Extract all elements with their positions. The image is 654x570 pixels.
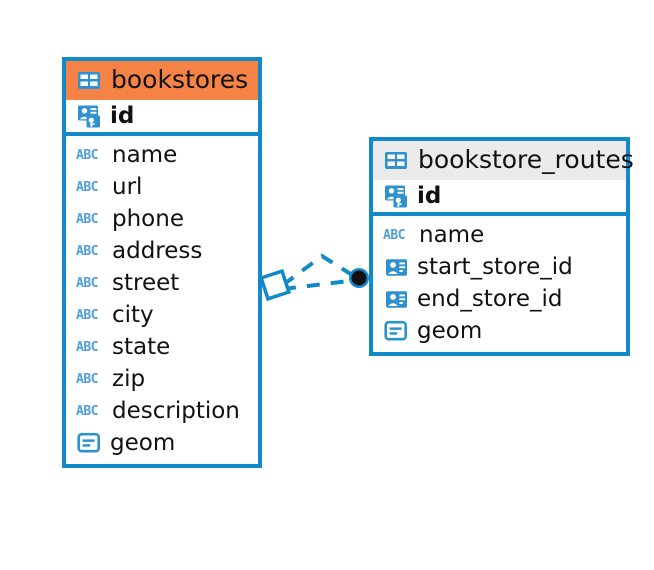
field-row-description[interactable]: ABC description [66,395,258,427]
text-abc-icon: ABC [383,227,405,243]
field-label: street [112,269,180,296]
field-row-primary-key[interactable]: id [373,180,626,212]
text-abc-icon: ABC [76,371,98,387]
table-icon [383,148,409,172]
text-abc-icon: ABC [76,243,98,259]
entity-table-bookstores[interactable]: bookstores [62,57,262,469]
field-row-name[interactable]: ABC name [66,139,258,171]
primary-key-icon [383,184,409,208]
relationship-line-upper [281,253,359,287]
primary-key-icon [76,104,102,128]
table-header-bookstores[interactable]: bookstores [66,61,258,101]
text-abc-icon: ABC [76,339,98,355]
table-header-bookstore-routes[interactable]: bookstore_routes [373,141,634,181]
table-icon [76,68,102,92]
field-list-bookstores: ABC name ABC url ABC phone ABC address A… [66,136,258,464]
primary-key-label: id [417,182,442,209]
geometry-icon [76,431,102,455]
text-abc-icon: ABC [76,403,98,419]
field-label: geom [417,317,483,344]
foreign-key-icon [383,255,409,279]
text-abc-icon: ABC [76,307,98,323]
text-abc-icon: ABC [76,211,98,227]
entity-table-bookstore-routes[interactable]: bookstore_routes [369,137,634,357]
geometry-icon [383,319,409,343]
field-label: name [112,141,178,168]
field-row-street[interactable]: ABC street [66,267,258,299]
field-label: geom [110,429,176,456]
relationship-line-lower [282,278,358,291]
field-label: name [419,221,485,248]
field-label: state [112,333,171,360]
field-row-city[interactable]: ABC city [66,299,258,331]
primary-key-section-bookstores: id [66,100,258,137]
field-row-primary-key[interactable]: id [66,100,258,132]
field-row-geom[interactable]: geom [66,427,258,459]
filled-circle-icon [349,268,369,288]
field-row-start-store-id[interactable]: start_store_id [373,251,626,283]
field-row-address[interactable]: ABC address [66,235,258,267]
field-label: url [112,173,143,200]
diamond-outline-icon [258,268,292,302]
table-name-label: bookstores [111,65,249,94]
field-row-zip[interactable]: ABC zip [66,363,258,395]
field-label: end_store_id [417,285,563,312]
field-row-state[interactable]: ABC state [66,331,258,363]
field-row-name[interactable]: ABC name [373,219,626,251]
text-abc-icon: ABC [76,275,98,291]
field-row-end-store-id[interactable]: end_store_id [373,283,626,315]
field-label: address [112,237,203,264]
field-label: city [112,301,154,328]
table-name-label: bookstore_routes [418,145,634,174]
field-row-geom[interactable]: geom [373,315,626,347]
field-label: start_store_id [417,253,573,280]
field-label: zip [112,365,146,392]
field-label: description [112,397,240,424]
text-abc-icon: ABC [76,147,98,163]
field-list-bookstore-routes: ABC name start_store_id [373,216,626,352]
primary-key-section-bookstore-routes: id [373,180,626,217]
field-label: phone [112,205,184,232]
text-abc-icon: ABC [76,179,98,195]
primary-key-label: id [110,102,135,129]
field-row-url[interactable]: ABC url [66,171,258,203]
field-row-phone[interactable]: ABC phone [66,203,258,235]
foreign-key-icon [383,287,409,311]
